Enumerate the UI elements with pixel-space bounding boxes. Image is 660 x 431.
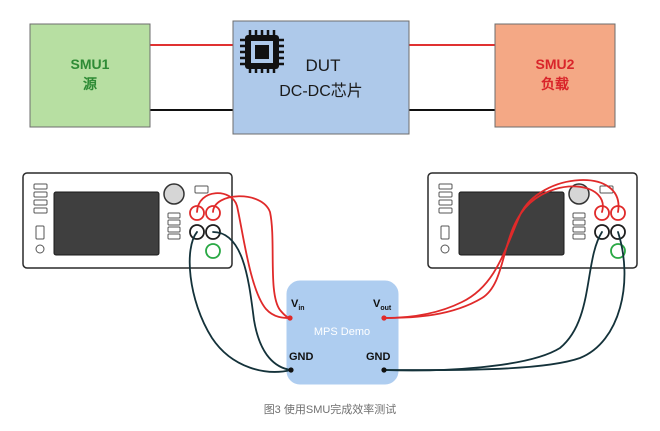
cable-left-force-hi [196,192,291,319]
cable-right-sense-lo [383,231,626,371]
left-top-button [194,185,209,194]
gnd-left-label: GND [289,351,314,363]
figure-caption: 图3 使用SMU完成效率测试 [263,404,397,416]
smu1-role-label: 源 [83,76,97,92]
connection-points [287,315,387,373]
gnd-right-dot [381,367,387,373]
chip-icon [240,30,284,73]
left-keypad [167,212,181,240]
vout-label: Vout [373,298,392,312]
right-side-buttons [438,183,453,254]
right-smu-instrument [427,172,638,269]
cable-right-sense-hi [383,179,620,319]
vin-dot [287,315,293,321]
demo-board-title: MPS Demo [314,326,370,338]
cables [188,179,626,373]
demo-board-body [286,280,399,385]
right-knob [568,183,590,205]
right-display [458,191,565,256]
right-keypad [572,212,586,240]
left-side-buttons [33,183,48,254]
left-display [53,191,160,256]
smu1-box [29,23,151,128]
vout-dot [381,315,387,321]
smu1-label: SMU1 [71,56,110,72]
cable-right-force-hi [383,185,604,319]
smu2-box [494,23,616,128]
cable-left-sense-lo [212,231,292,371]
smu2-role-label: 负载 [541,76,569,92]
left-knob [163,183,185,205]
top-block-diagram: SMU1 源 DUT DC-DC芯片 SMU2 负载 [29,20,616,135]
dut-label: DUT [306,56,341,75]
demo-board: MPS Demo Vin Vout GND GND [286,280,399,385]
gnd-right-label: GND [366,351,391,363]
smu2-label: SMU2 [536,56,575,72]
cable-left-force-lo [188,231,292,373]
gnd-left-dot [288,367,294,373]
left-smu-instrument [22,172,233,269]
dut-chip-label: DC-DC芯片 [279,82,363,100]
vin-label: Vin [291,298,305,312]
cable-left-sense-hi [212,195,291,319]
